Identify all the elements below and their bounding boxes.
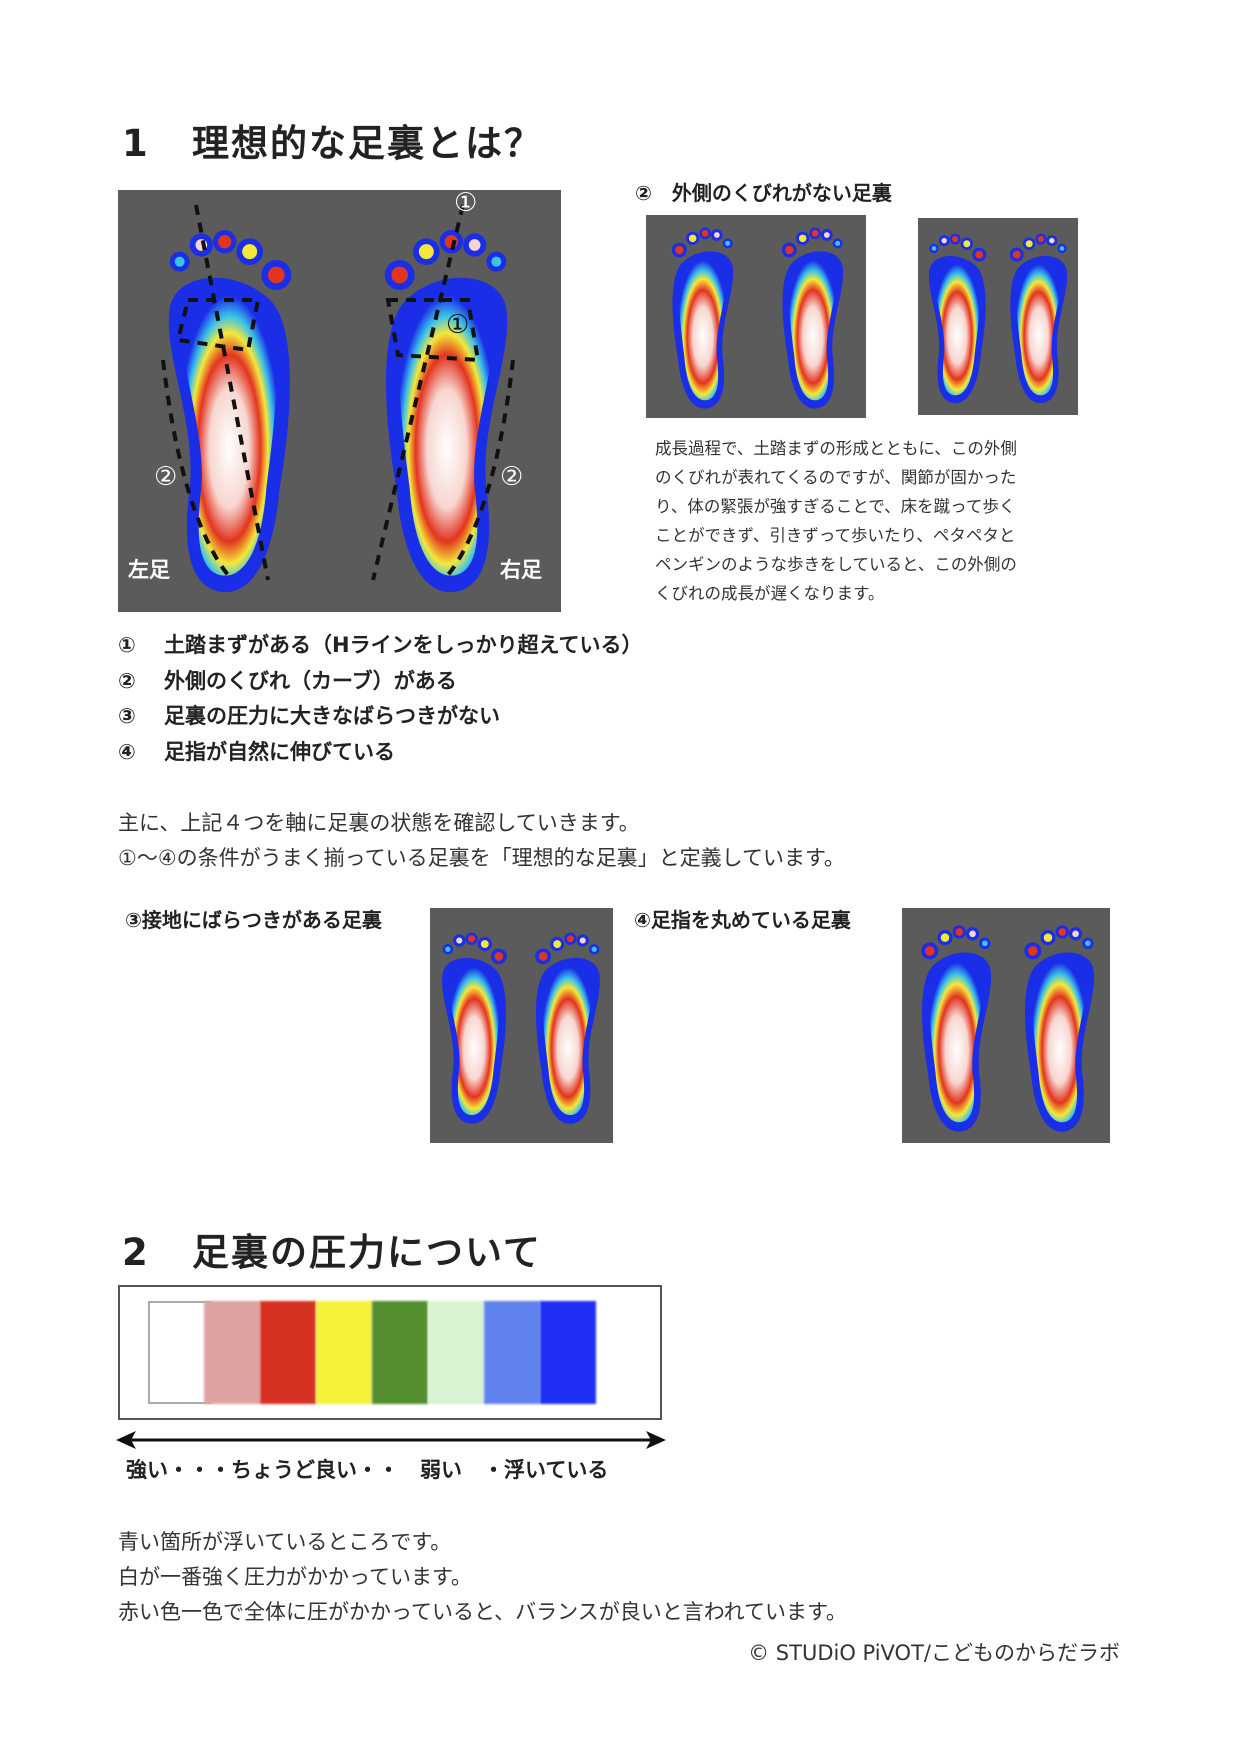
summary-text: 主に、上記４つを軸に足裏の状態を確認していきます。 ①〜④の条件がうまく揃ってい… bbox=[118, 806, 845, 876]
criteria-number: ③ bbox=[118, 704, 136, 728]
text-line: ことができず、引きずって歩いたり、ペタペタと bbox=[655, 526, 1016, 545]
text-line: のくびれが表れてくるのですが、関節が固かった bbox=[655, 468, 1017, 487]
color-swatch bbox=[428, 1301, 484, 1404]
text-line: くびれの成長が遅くなります。 bbox=[655, 584, 885, 603]
no-curve-foot-image-2 bbox=[918, 218, 1078, 415]
text-line: 主に、上記４つを軸に足裏の状態を確認していきます。 bbox=[118, 811, 640, 835]
no-curve-foot-image-1 bbox=[646, 215, 866, 418]
text-line: 赤い色一色で全体に圧がかかっていると、バランスが良いと言われています。 bbox=[118, 1600, 847, 1624]
color-swatch bbox=[148, 1301, 212, 1404]
criteria-text: 外側のくびれ（カーブ）がある bbox=[164, 668, 457, 693]
no-curve-description: 成長過程で、土踏まずの形成とともに、この外側 のくびれが表れてくるのですが、関節… bbox=[655, 434, 1017, 608]
criteria-text: 土踏まずがある（Hラインをしっかり超えている） bbox=[164, 633, 643, 657]
copyright: © STUDiO PiVOT/こどものからだラボ bbox=[748, 1641, 1120, 1665]
text-line: ペンギンのような歩きをしていると、この外側の bbox=[655, 555, 1017, 574]
criteria-number: ④ bbox=[118, 739, 136, 764]
text-line: 青い箇所が浮いているところです。 bbox=[118, 1530, 452, 1554]
section1-heading: 1 理想的な足裏とは？ bbox=[122, 113, 543, 167]
criteria-item: ③ 足裏の圧力に大きなばらつきがない bbox=[118, 699, 643, 735]
criteria-number: ② bbox=[118, 668, 136, 693]
section2-number: 2 bbox=[122, 1231, 150, 1274]
right-foot-label: 右足 bbox=[500, 558, 542, 582]
scale-label: 強い・・・ちょうど良い・・ 弱い ・浮いている bbox=[126, 1458, 609, 1482]
marker-1-center: ① bbox=[446, 310, 470, 340]
section2-heading: 2 足裏の圧力について bbox=[122, 1222, 542, 1276]
text-line: ①〜④の条件がうまく揃っている足裏を「理想的な足裏」と定義しています。 bbox=[118, 846, 845, 870]
left-foot-label: 左足 bbox=[128, 558, 170, 582]
text-line: り、体の緊張が強すぎることで、床を蹴って歩く bbox=[655, 497, 1016, 516]
color-swatch bbox=[540, 1301, 596, 1404]
criteria-item: ① 土踏まずがある（Hラインをしっかり超えている） bbox=[118, 628, 643, 664]
section1-title: 理想的な足裏とは？ bbox=[192, 122, 543, 165]
curled-toes-title: ④足指を丸めている足裏 bbox=[634, 908, 851, 932]
criteria-text: 足指が自然に伸びている bbox=[164, 739, 395, 764]
color-swatch bbox=[204, 1301, 260, 1404]
marker-1-top: ① bbox=[454, 188, 478, 218]
color-swatch bbox=[372, 1301, 428, 1404]
uneven-contact-foot-image bbox=[430, 908, 613, 1143]
pressure-color-scale bbox=[118, 1285, 662, 1420]
no-curve-title: ② 外側のくびれがない足裏 bbox=[635, 181, 892, 205]
criteria-text: 足裏の圧力に大きなばらつきがない bbox=[164, 704, 500, 728]
pressure-notes: 青い箇所が浮いているところです。 白が一番強く圧力がかかっています。 赤い色一色… bbox=[118, 1525, 847, 1630]
section1-number: 1 bbox=[122, 122, 150, 165]
curled-toes-foot-image bbox=[902, 908, 1110, 1143]
text-line: 白が一番強く圧力がかかっています。 bbox=[118, 1565, 472, 1589]
marker-2-right: ② bbox=[500, 462, 524, 492]
color-swatch bbox=[484, 1301, 540, 1404]
color-swatch bbox=[316, 1301, 372, 1404]
uneven-contact-title: ③接地にばらつきがある足裏 bbox=[125, 908, 382, 932]
section2-title: 足裏の圧力について bbox=[192, 1231, 542, 1274]
criteria-item: ④ 足指が自然に伸びている bbox=[118, 735, 643, 771]
text-line: 成長過程で、土踏まずの形成とともに、この外側 bbox=[655, 439, 1017, 458]
marker-2-left: ② bbox=[154, 462, 178, 492]
color-swatch bbox=[260, 1301, 316, 1404]
criteria-item: ② 外側のくびれ（カーブ）がある bbox=[118, 664, 643, 700]
ideal-foot-pressure-image: ① ① ② ② 左足 右足 bbox=[118, 188, 561, 612]
scale-arrow bbox=[116, 1431, 666, 1449]
criteria-number: ① bbox=[118, 633, 136, 657]
ideal-criteria-list: ① 土踏まずがある（Hラインをしっかり超えている） ② 外側のくびれ（カーブ）がある… bbox=[118, 628, 643, 770]
